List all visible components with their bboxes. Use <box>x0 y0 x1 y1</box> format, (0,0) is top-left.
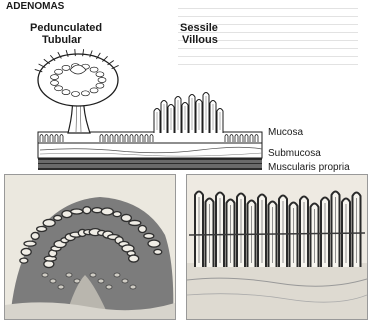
tubular-polyp-head <box>35 49 119 106</box>
adenoma-schematic <box>0 0 371 180</box>
villous-histology-photo <box>186 174 368 320</box>
tubular-histology-photo <box>4 174 176 320</box>
tubular-histology-image <box>5 175 175 319</box>
villous-histology-image <box>187 175 367 319</box>
villous-fronds <box>154 93 223 134</box>
